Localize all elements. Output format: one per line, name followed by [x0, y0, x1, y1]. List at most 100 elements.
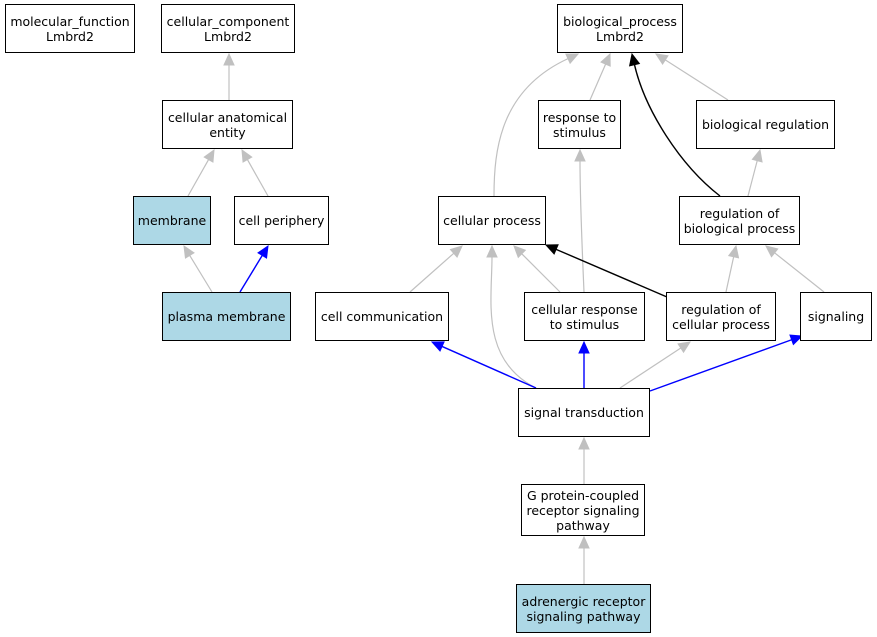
edge-gpcr-signaling-pathway-to-signal-transduction — [578, 436, 590, 484]
edge-signal-transduction-to-regulation-of-cellular-process-arrowhead — [677, 341, 692, 354]
edge-cell-periphery-to-cellular-anatomical-entity-line — [246, 159, 269, 197]
edge-regulation-of-cellular-process-to-regulation-of-biological-process — [725, 244, 740, 293]
node-label-line: cellular process — [672, 316, 770, 332]
edge-response-to-stimulus-to-biological-process — [589, 52, 611, 101]
edge-regulation-of-biological-process-to-biological-regulation-arrowhead — [751, 148, 763, 163]
edge-cellular-response-to-stimulus-to-response-to-stimulus-line — [579, 160, 585, 293]
node-signaling[interactable]: signaling — [800, 292, 872, 341]
node-cell-periphery[interactable]: cell periphery — [234, 196, 329, 245]
node-cellular-process[interactable]: cellular process — [438, 196, 546, 245]
node-biological-regulation[interactable]: biological regulation — [696, 100, 835, 149]
node-label-line: biological regulation — [701, 117, 830, 132]
edge-signal-transduction-to-signaling-line — [649, 339, 792, 392]
node-label-line: adrenergic receptor — [521, 593, 646, 609]
node-label-line: biological_process — [563, 13, 677, 29]
node-membrane[interactable]: membrane — [133, 196, 211, 245]
edge-biological-regulation-to-biological-process-line — [664, 59, 729, 101]
node-label-line: plasma membrane — [167, 309, 286, 324]
edge-cell-communication-to-cellular-process-arrowhead — [449, 245, 463, 258]
node-label-line: cellular_component — [166, 13, 290, 29]
node-label-line: Lmbrd2 — [46, 28, 94, 44]
edge-signal-transduction-to-regulation-of-cellular-process-line — [619, 347, 682, 389]
edge-cell-communication-to-cellular-process-line — [409, 252, 455, 293]
edge-signal-transduction-to-cellular-process — [486, 244, 537, 389]
node-label-line: regulation of — [699, 205, 780, 221]
edge-response-to-stimulus-to-biological-process-arrowhead — [600, 52, 611, 67]
edge-membrane-to-cellular-anatomical-entity-line — [187, 159, 210, 197]
node-label-line: Lmbrd2 — [596, 28, 644, 44]
edge-signal-transduction-to-cellular-response-to-stimulus — [578, 340, 590, 388]
node-label-line: biological process — [683, 220, 796, 236]
edge-plasma-membrane-to-cell-periphery — [239, 244, 269, 293]
edge-regulation-of-cellular-process-to-regulation-of-biological-process-arrowhead — [727, 244, 740, 259]
node-cell-communication[interactable]: cell communication — [315, 292, 449, 341]
edge-membrane-to-cellular-anatomical-entity-arrowhead — [203, 148, 215, 163]
node-plasma-membrane[interactable]: plasma membrane — [162, 292, 291, 341]
node-label-line: stimulus — [553, 124, 606, 140]
edge-adrenergic-receptor-signaling-pathway-to-gpcr-signaling-pathway — [578, 535, 590, 584]
node-label-line: to stimulus — [549, 316, 620, 332]
node-label-line: cellular anatomical — [167, 109, 288, 125]
edge-cellular-process-to-biological-process-arrowhead — [565, 53, 580, 65]
node-label-line: cell communication — [320, 309, 444, 324]
edge-regulation-of-cellular-process-to-cellular-process-line — [555, 248, 668, 298]
node-label-line: entity — [209, 124, 246, 140]
edge-signal-transduction-to-cell-communication — [430, 341, 537, 389]
edge-cell-communication-to-cellular-process — [409, 245, 463, 293]
edge-plasma-membrane-to-cell-periphery-arrowhead — [257, 244, 269, 259]
edge-plasma-membrane-to-cell-periphery-line — [239, 255, 263, 293]
edge-regulation-of-biological-process-to-biological-process — [628, 52, 721, 197]
node-signal-transduction[interactable]: signal transduction — [518, 388, 650, 437]
edge-signal-transduction-to-cell-communication-line — [441, 345, 537, 389]
node-label-line: cell periphery — [238, 213, 325, 228]
node-label-line: molecular_function — [10, 13, 130, 29]
edge-signal-transduction-to-cellular-process-line — [490, 256, 537, 389]
edge-signal-transduction-to-cellular-response-to-stimulus-arrowhead — [578, 340, 590, 354]
edge-cellular-response-to-stimulus-to-cellular-process-line — [521, 253, 561, 293]
edge-membrane-to-cellular-anatomical-entity — [187, 148, 215, 197]
edge-cellular-process-to-biological-process-line — [493, 58, 569, 197]
node-label-line: signal transduction — [524, 405, 644, 420]
edge-signaling-to-regulation-of-biological-process-arrowhead — [765, 245, 779, 258]
edge-cellular-anatomical-entity-to-cellular-component — [223, 52, 235, 100]
edge-plasma-membrane-to-membrane — [183, 244, 213, 293]
node-label-line: signaling pathway — [526, 608, 641, 624]
edge-biological-regulation-to-biological-process — [654, 53, 729, 101]
edge-cellular-process-to-biological-process — [493, 53, 580, 197]
node-label-line: membrane — [137, 213, 207, 228]
edge-plasma-membrane-to-membrane-arrowhead — [183, 244, 195, 259]
edge-cellular-response-to-stimulus-to-response-to-stimulus-arrowhead — [574, 148, 586, 162]
edge-regulation-of-cellular-process-to-cellular-process — [544, 244, 668, 298]
edge-signal-transduction-to-cellular-process-arrowhead — [486, 244, 498, 258]
edge-regulation-of-biological-process-to-biological-regulation-line — [747, 160, 758, 197]
node-label-line: cellular process — [443, 213, 541, 228]
edge-cellular-response-to-stimulus-to-cellular-process — [513, 245, 561, 293]
edge-regulation-of-biological-process-to-biological-process-arrowhead — [628, 52, 641, 67]
node-label-line: cellular response — [531, 301, 638, 317]
edge-signal-transduction-to-signaling — [649, 334, 804, 392]
edge-regulation-of-biological-process-to-biological-process-line — [633, 64, 721, 197]
edge-adrenergic-receptor-signaling-pathway-to-gpcr-signaling-pathway-arrowhead — [578, 535, 590, 549]
edge-cellular-anatomical-entity-to-cellular-component-arrowhead — [223, 52, 235, 66]
edge-signaling-to-regulation-of-biological-process — [765, 245, 825, 293]
edge-plasma-membrane-to-membrane-line — [189, 255, 213, 293]
edge-gpcr-signaling-pathway-to-signal-transduction-arrowhead — [578, 436, 590, 450]
node-label-line: Lmbrd2 — [204, 28, 252, 44]
node-label-line: G protein-coupled — [526, 487, 640, 503]
edge-regulation-of-cellular-process-to-cellular-process-arrowhead — [544, 244, 559, 255]
edge-biological-regulation-to-biological-process-arrowhead — [654, 53, 669, 66]
node-label-line: regulation of — [681, 301, 761, 317]
edge-cell-periphery-to-cellular-anatomical-entity-arrowhead — [241, 148, 253, 163]
